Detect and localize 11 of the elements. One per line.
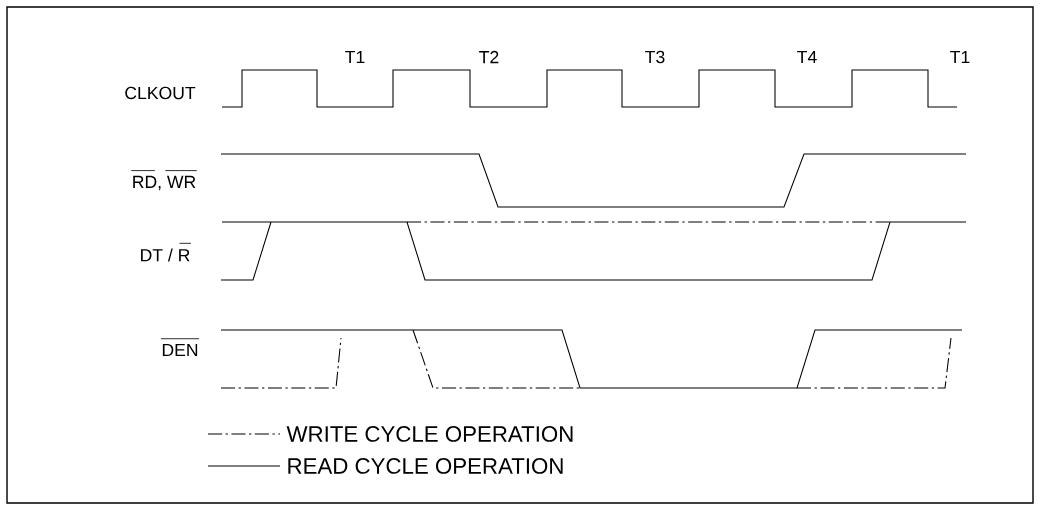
legend-text: READ CYCLE OPERATION (288, 458, 563, 474)
signal-label: DEN (160, 338, 200, 357)
signal-label: DT / R (141, 242, 192, 262)
cycle-label: T1 (950, 50, 970, 64)
cycle-label: T1 (345, 50, 365, 64)
cycle-label: T2 (479, 50, 499, 64)
signal-label: RD, WR (130, 170, 198, 191)
legend-text: WRITE CYCLE OPERATION (286, 426, 573, 442)
signal-label: CLKOUT (125, 86, 196, 100)
cycle-label: T3 (645, 50, 665, 64)
cycle-label: T4 (797, 50, 817, 64)
